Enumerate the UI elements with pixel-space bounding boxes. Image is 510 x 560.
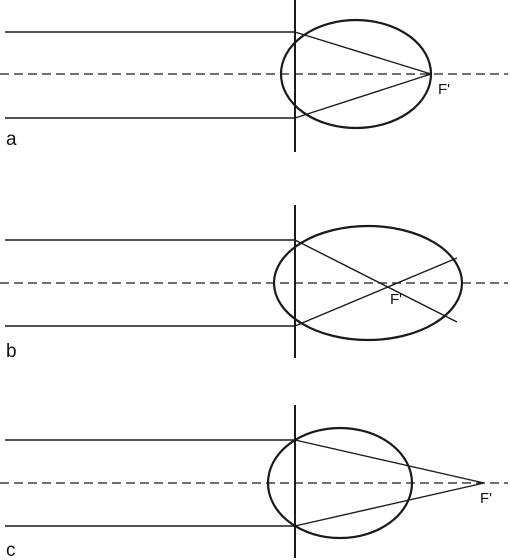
refracted-ray-upper xyxy=(294,439,485,484)
focal-point-label: F' xyxy=(390,291,402,308)
eyeball-outline xyxy=(272,224,464,342)
panel-label: a xyxy=(6,129,17,150)
panel-b: F' b xyxy=(0,205,508,362)
panel-label: c xyxy=(6,540,16,560)
focal-point-label: F' xyxy=(438,81,450,98)
refracted-ray-upper xyxy=(294,239,458,323)
eyeball-outline xyxy=(266,426,414,540)
refracted-ray-upper xyxy=(294,31,432,75)
focal-point-label: F' xyxy=(480,490,492,507)
panel-a: F' a xyxy=(0,0,508,152)
panel-label: b xyxy=(6,341,17,362)
panel-c: F' c xyxy=(0,405,508,560)
refracted-ray-lower xyxy=(294,73,432,119)
refracted-ray-lower xyxy=(294,482,485,527)
refracted-ray-lower xyxy=(294,257,458,327)
